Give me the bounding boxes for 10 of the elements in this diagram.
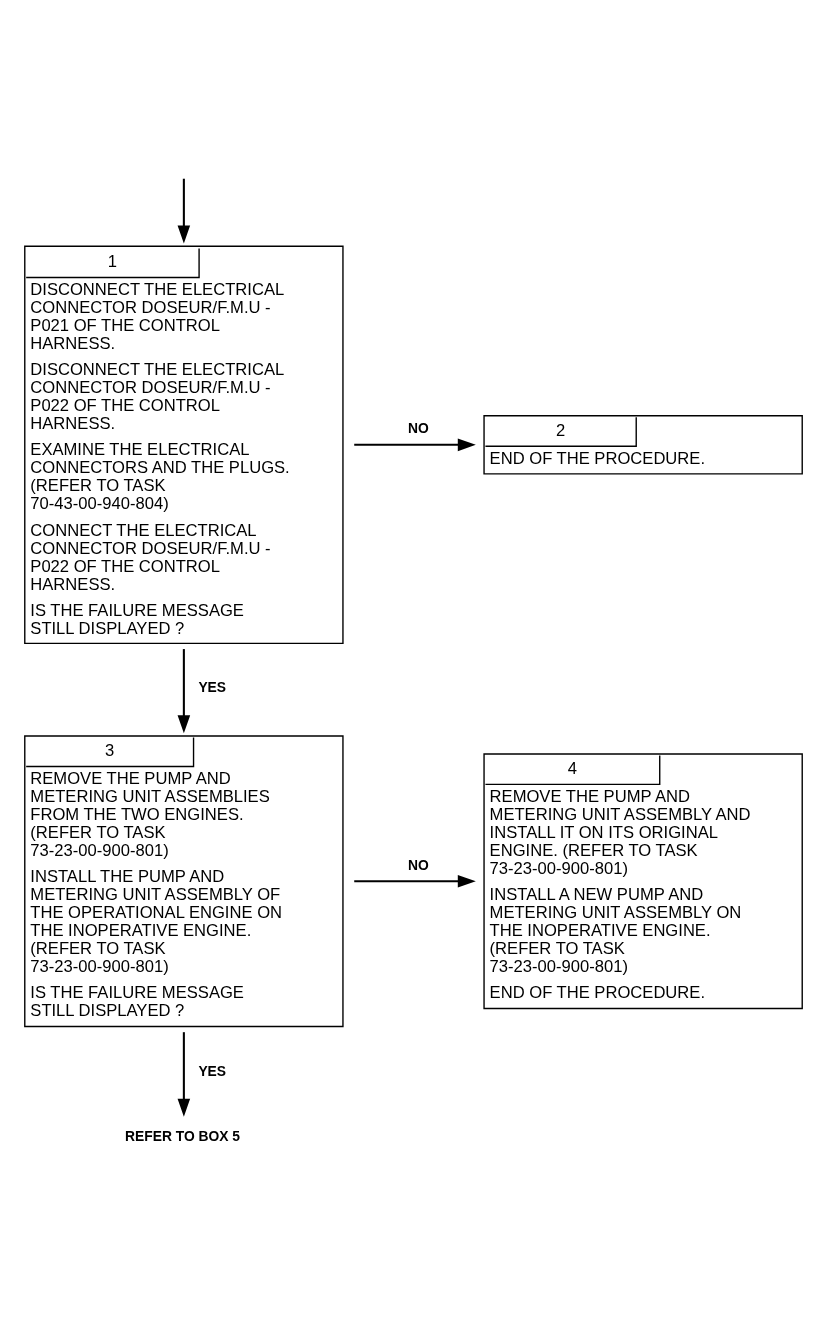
edge-label: YES bbox=[198, 1062, 227, 1079]
edge-label: NO bbox=[407, 856, 429, 873]
arrow bbox=[354, 874, 476, 888]
node-text: REFER TO BOX 5 bbox=[125, 1127, 241, 1144]
arrow bbox=[177, 1031, 191, 1117]
arrow bbox=[177, 648, 191, 733]
edge-label: YES bbox=[198, 678, 227, 695]
edge-label: NO bbox=[407, 419, 429, 436]
arrow bbox=[177, 178, 191, 243]
arrow bbox=[354, 438, 476, 451]
